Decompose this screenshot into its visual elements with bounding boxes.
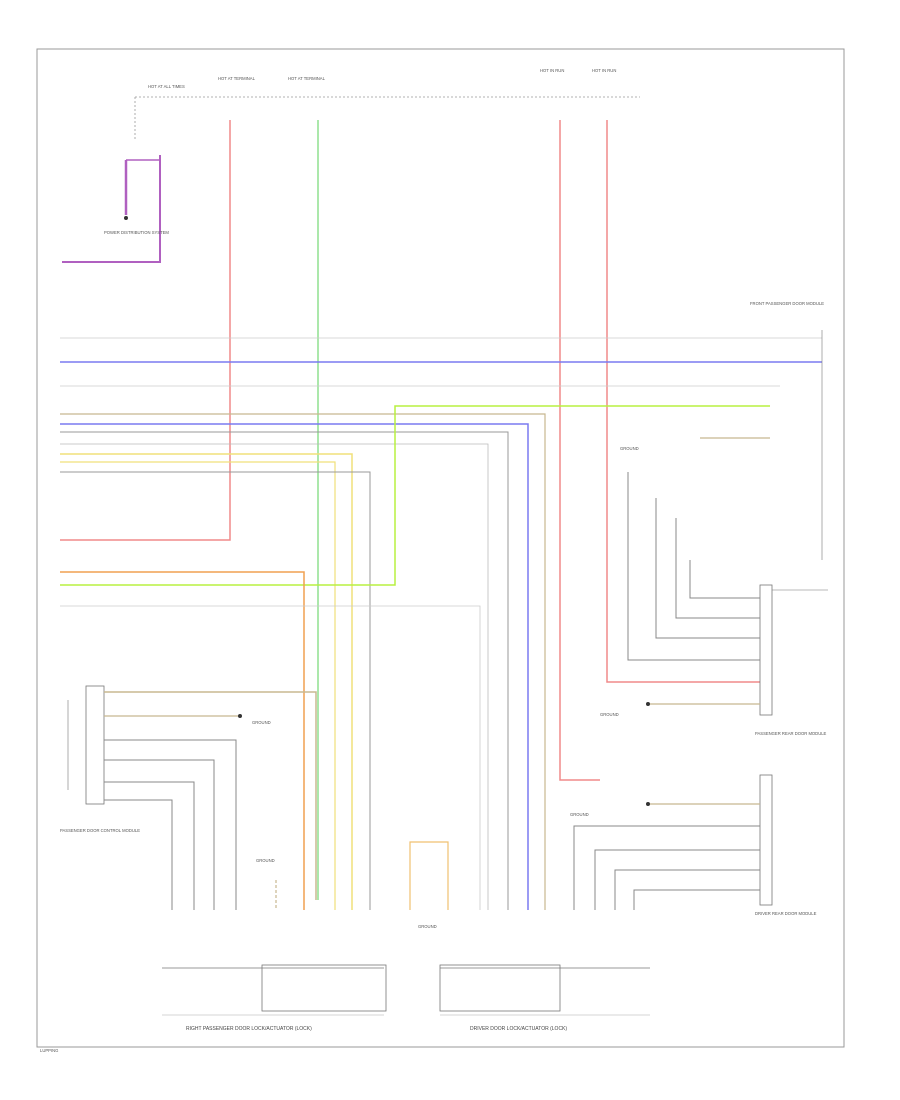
footer-right-label: DRIVER DOOR LOCK/ACTUATOR (LOCK) [470, 1026, 567, 1032]
mid-right-ground-label: GROUND [600, 712, 619, 717]
power-dist-label: POWER DISTRIBUTION SYSTEM [104, 230, 169, 235]
page-ref: LUPPING [40, 1048, 58, 1053]
top-right-ground-label: GROUND [620, 446, 639, 451]
right-module-b-label: DRIVER REAR DOOR MODULE [755, 911, 817, 916]
purple-circuit: POWER DISTRIBUTION SYSTEM [62, 155, 169, 263]
orange-wire [60, 571, 305, 910]
fuse-label-5: HOT IN RUN [592, 68, 616, 73]
left-ground-label: GROUND [252, 720, 271, 725]
red-wires [60, 120, 760, 781]
right-module-b: GROUND DRIVER REAR DOOR MODULE [570, 774, 817, 916]
fuse-labels: HOT AT ALL TIMES HOT AT TERMINAL HOT AT … [148, 68, 616, 89]
bottom-connectors: RIGHT PASSENGER DOOR LOCK/ACTUATOR (LOCK… [162, 964, 650, 1032]
fuse-label-3: HOT AT TERMINAL [288, 76, 326, 81]
right-module-a: GROUND GROUND PASSENGER REAR DOOR MODULE [600, 437, 828, 736]
left-module-label: PASSENGER DOOR CONTROL MODULE [60, 828, 140, 833]
left-module: GROUND PASSENGER DOOR CONTROL MODULE [60, 685, 317, 910]
front-pass-label: FRONT PASSENGER DOOR MODULE [750, 301, 824, 306]
lower-right-ground-label: GROUND [570, 812, 589, 817]
orange-wire-center [409, 841, 449, 910]
right-ground-label: GROUND [418, 924, 437, 929]
gray-wire [60, 605, 481, 910]
front-pass-module: FRONT PASSENGER DOOR MODULE [750, 301, 824, 560]
center-ground: GROUND GROUND [256, 858, 437, 929]
fuse-label-2: HOT AT TERMINAL [218, 76, 256, 81]
footer-left-label: RIGHT PASSENGER DOOR LOCK/ACTUATOR (LOCK… [186, 1026, 312, 1032]
right-module-a-label: PASSENGER REAR DOOR MODULE [755, 731, 827, 736]
lime-wire [60, 405, 770, 586]
fuse-label-4: HOT IN RUN [540, 68, 564, 73]
fuse-label-1: HOT AT ALL TIMES [148, 84, 185, 89]
diagram-frame [36, 48, 845, 1048]
left-signal-bus [60, 337, 822, 910]
center-ground-label: GROUND [256, 858, 275, 863]
